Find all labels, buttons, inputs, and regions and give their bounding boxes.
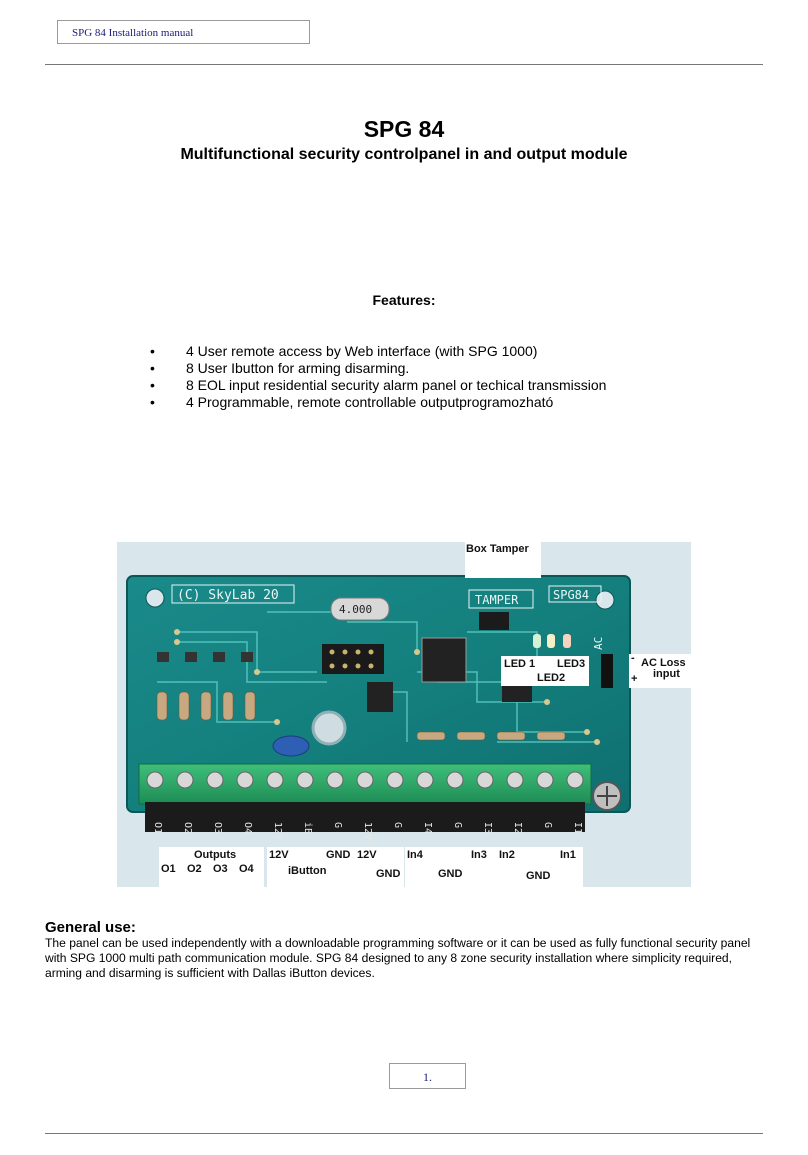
silkscreen-ac: AC — [592, 637, 605, 650]
label-led2: LED2 — [537, 672, 566, 684]
feature-item: 4 Programmable, remote controllable outp… — [148, 394, 606, 411]
terminal-label: O2 — [182, 822, 193, 834]
label-gnd-d: GND — [526, 870, 551, 882]
terminal-label: G — [332, 822, 343, 828]
document-title: SPG 84 — [363, 116, 445, 142]
running-header: SPG 84 Installation manual — [57, 20, 310, 44]
features-list: 4 User remote access by Web interface (w… — [148, 343, 606, 411]
terminal-label: O4 — [242, 822, 253, 834]
terminal-label: I2 — [512, 822, 523, 834]
features-heading: Features: — [372, 292, 436, 308]
label-gnd-c: GND — [438, 868, 463, 880]
terminal-label: G — [452, 822, 463, 828]
label-box-tamper-text: Box Tamper — [466, 543, 529, 555]
general-use-heading: General use: — [45, 919, 136, 936]
terminal-label: 12V — [272, 822, 283, 840]
label-ibutton: iButton — [288, 865, 327, 877]
general-use-body: The panel can be used independently with… — [45, 936, 751, 980]
label-12v-a: 12V — [269, 849, 289, 861]
label-in2: In2 — [499, 849, 515, 861]
label-minus: - — [631, 652, 635, 664]
label-led3: LED3 — [557, 658, 586, 670]
label-in3: In3 — [471, 849, 487, 861]
label-box-leds — [501, 656, 589, 686]
silkscreen-model: SPG84 — [553, 588, 589, 602]
label-o1: O1 — [161, 863, 176, 875]
feature-item: 8 EOL input residential security alarm p… — [148, 377, 606, 394]
label-ac-loss: AC Loss — [641, 657, 686, 669]
terminal-label: I3 — [482, 822, 493, 834]
document-subtitle: Multifunctional security controlpanel in… — [180, 146, 628, 163]
terminal-label: O3 — [212, 822, 223, 834]
label-box-outputs — [159, 847, 264, 887]
label-o3: O3 — [213, 863, 228, 875]
label-in4: In4 — [407, 849, 423, 861]
label-led1: LED 1 — [504, 658, 536, 670]
silkscreen-tamper: TAMPER — [475, 593, 519, 607]
pcb-illustration: (C) SkyLab 20 4.000 TAMPER SPG84 AC — [126, 575, 631, 840]
footer-rule — [45, 1133, 763, 1134]
label-input: input — [653, 668, 680, 680]
label-o2: O2 — [187, 863, 202, 875]
terminal-label: I1 — [572, 822, 583, 834]
label-plus: + — [631, 673, 638, 685]
label-12v-b: 12V — [357, 849, 377, 861]
page-number: 1. — [389, 1063, 466, 1089]
feature-item: 4 User remote access by Web interface (w… — [148, 343, 606, 360]
silkscreen-copyright: (C) SkyLab 20 — [177, 588, 279, 603]
label-gnd-b: GND — [376, 868, 401, 880]
label-box-inputs — [405, 847, 583, 887]
board-photo: (C) SkyLab 20 4.000 TAMPER SPG84 AC — [117, 542, 691, 887]
label-o4: O4 — [239, 863, 254, 875]
silkscreen-crystal: 4.000 — [339, 603, 372, 616]
label-box-tamper — [465, 542, 541, 578]
header-rule — [45, 64, 763, 65]
terminal-label: G — [392, 822, 403, 828]
terminal-label: I4 — [422, 822, 433, 834]
label-gnd-a: GND — [326, 849, 351, 861]
terminal-label: G — [542, 822, 553, 828]
feature-item: 8 User Ibutton for arming disarming. — [148, 360, 606, 377]
label-box-ibutton — [267, 847, 404, 887]
label-in1: In1 — [560, 849, 576, 861]
label-outputs: Outputs — [194, 849, 237, 861]
terminal-label: iB — [302, 822, 313, 834]
terminal-label: 12V — [362, 822, 373, 840]
terminal-label: O1 — [152, 822, 163, 834]
label-box-ac-loss — [629, 654, 691, 688]
